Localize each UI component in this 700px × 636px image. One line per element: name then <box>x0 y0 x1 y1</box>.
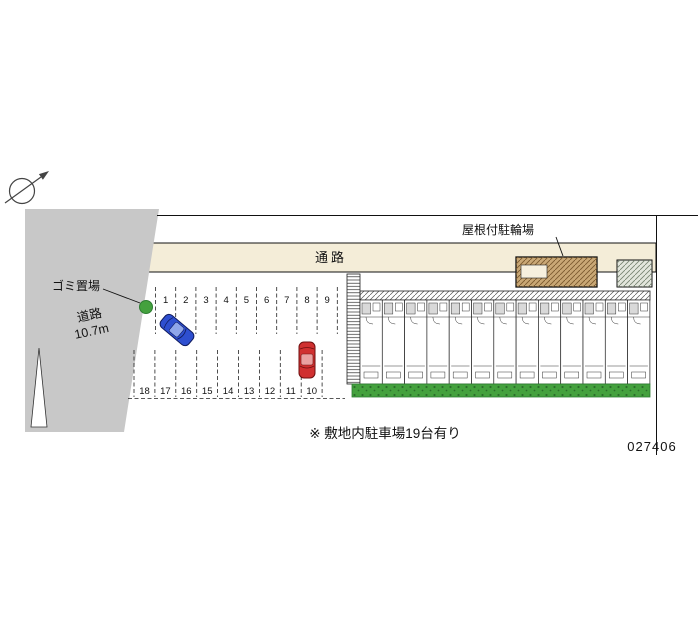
bike-shed <box>515 256 598 288</box>
building-unit <box>471 299 495 385</box>
stall-number: 11 <box>286 386 296 397</box>
garbage-leader-line <box>102 288 141 304</box>
building-unit <box>604 299 628 385</box>
road-label: 道路 10.7m <box>73 305 110 342</box>
compass-icon <box>4 171 49 205</box>
stall-number: 14 <box>223 386 234 397</box>
utility-box <box>616 259 653 288</box>
building-unit <box>359 299 383 385</box>
stall-numbers-top: 1 2 3 4 5 6 7 8 9 <box>163 295 330 306</box>
stall-number: 16 <box>181 386 192 397</box>
stall-numbers-bottom: 18 17 16 15 14 13 12 11 10 <box>139 386 317 397</box>
svg-text:道路: 道路 <box>76 305 104 325</box>
bike-shed-plate <box>520 264 548 279</box>
building-unit <box>426 299 450 385</box>
stall-number: 7 <box>284 295 289 306</box>
stall-number: 3 <box>203 295 208 306</box>
bike-shed-label: 屋根付駐輪場 <box>462 222 534 237</box>
building-unit <box>381 299 405 385</box>
building-unit <box>582 299 606 385</box>
road-area <box>25 209 159 432</box>
garbage-label: ゴミ置場 <box>52 278 100 293</box>
greenery-texture <box>352 384 650 397</box>
building-unit <box>448 299 472 385</box>
corridor <box>359 290 651 301</box>
road-arrow-marker <box>30 347 48 428</box>
building-unit <box>404 299 428 385</box>
stall-number: 15 <box>202 386 213 397</box>
stall-number: 9 <box>325 295 330 306</box>
stall-number: 2 <box>183 295 188 306</box>
building <box>346 273 651 398</box>
stall-number: 8 <box>304 295 309 306</box>
blue-car-icon <box>159 313 195 347</box>
stall-number: 10 <box>306 386 317 397</box>
building-unit <box>493 299 517 385</box>
building-unit <box>560 299 584 385</box>
stairwell-hatch <box>347 274 360 384</box>
note-label: ※ 敷地内駐車場19台有り <box>309 426 461 441</box>
stall-number: 13 <box>244 386 255 397</box>
bike-shed-leader-line <box>555 236 564 257</box>
stall-number: 17 <box>160 386 171 397</box>
passage-label: 通路 <box>315 250 347 265</box>
plan-number: 027406 <box>627 439 676 454</box>
stall-number: 4 <box>224 295 229 306</box>
parking-stalls-top <box>155 287 338 334</box>
garbage-area-marker <box>139 300 153 314</box>
building-unit <box>538 299 562 385</box>
stall-number: 5 <box>244 295 249 306</box>
red-car-icon <box>298 341 316 379</box>
stall-number: 1 <box>163 295 168 306</box>
building-unit <box>627 299 651 385</box>
stall-number: 18 <box>139 386 150 397</box>
building-unit <box>515 299 539 385</box>
stall-number: 6 <box>264 295 269 306</box>
stall-number: 12 <box>265 386 276 397</box>
